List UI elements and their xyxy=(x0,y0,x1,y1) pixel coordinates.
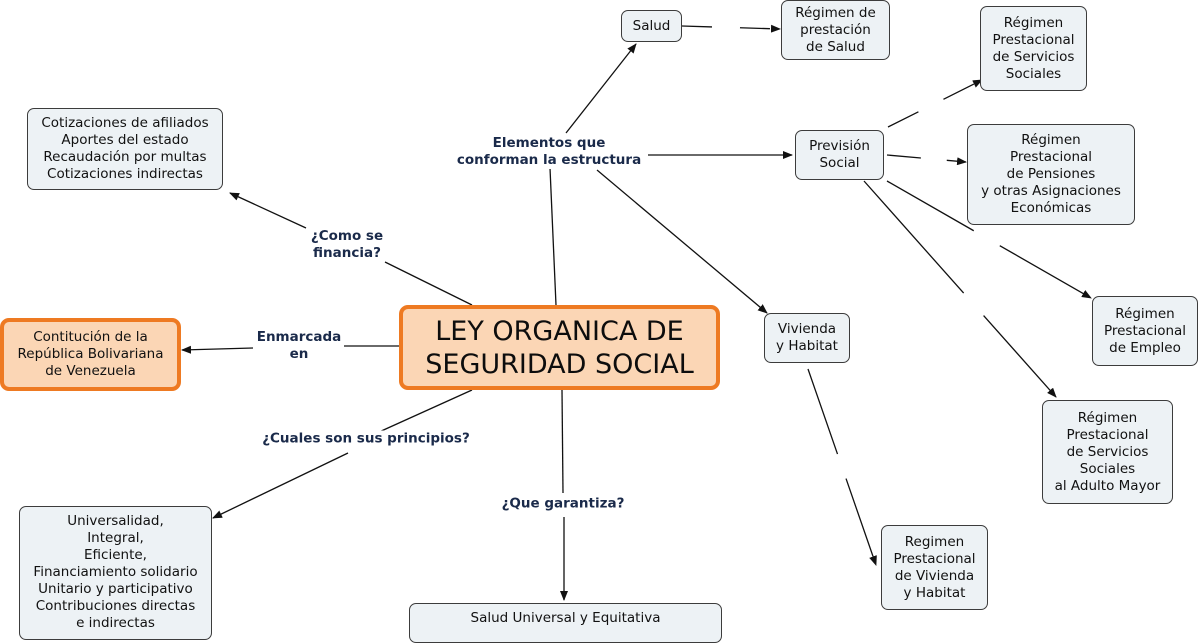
edge-center-principios xyxy=(367,389,473,438)
edge-principios-universalidad xyxy=(212,452,349,519)
node-rp-servicios-sociales[interactable]: Régimen Prestacional de Servicios Social… xyxy=(980,6,1087,91)
edge-prevision-pensiones xyxy=(886,154,967,166)
link-garantiza: ¿Que garantiza? xyxy=(499,495,627,513)
node-rp-pensiones[interactable]: Régimen Prestacional de Pensiones y otra… xyxy=(967,124,1135,225)
edge-center-garantiza xyxy=(561,389,564,494)
node-rp-vivienda[interactable]: Regimen Prestacional de Vivienda y Habit… xyxy=(881,525,988,610)
node-cotizaciones[interactable]: Cotizaciones de afiliados Aportes del es… xyxy=(27,108,223,190)
link-principios: ¿Cuales son sus principios? xyxy=(260,430,472,448)
node-salud[interactable]: Salud xyxy=(621,10,682,42)
edge-financia-cotizaciones xyxy=(229,192,307,229)
edge-elementos-salud xyxy=(565,43,637,134)
central-node[interactable]: LEY ORGANICA DE SEGURIDAD SOCIAL xyxy=(399,305,720,390)
node-rp-adulto-mayor[interactable]: Régimen Prestacional de Servicios Social… xyxy=(1042,400,1173,504)
node-rp-empleo[interactable]: Régimen Prestacional de Empleo xyxy=(1092,296,1198,366)
link-enmarcada: Enmarcada en xyxy=(254,329,344,363)
node-salud-universal[interactable]: Salud Universal y Equitativa xyxy=(409,603,722,643)
edge-salud-regimen xyxy=(681,24,781,33)
node-regimen-salud[interactable]: Régimen de prestación de Salud xyxy=(781,0,890,60)
node-prevision-social[interactable]: Previsión Social xyxy=(795,130,884,180)
edge-prevision-servicios xyxy=(887,79,983,128)
edge-center-elementos xyxy=(549,167,557,306)
connector-lines xyxy=(181,24,1092,601)
edge-prevision-empleo xyxy=(886,180,1092,299)
node-constitucion[interactable]: Contitución de la República Bolivariana … xyxy=(0,318,181,391)
edge-prevision-adulto xyxy=(863,180,1057,398)
link-financia: ¿Como se financia? xyxy=(308,228,386,262)
edge-elementos-vivienda xyxy=(596,169,768,314)
edge-center-financia xyxy=(384,261,473,306)
node-principios[interactable]: Universalidad, Integral, Eficiente, Fina… xyxy=(19,506,212,640)
edge-enmarcada-constitucion xyxy=(181,345,254,354)
edge-vivienda-regimen xyxy=(807,368,877,566)
link-elementos: Elementos que conforman la estructura xyxy=(454,135,644,169)
node-vivienda-habitat[interactable]: Vivienda y Habitat xyxy=(764,313,850,363)
